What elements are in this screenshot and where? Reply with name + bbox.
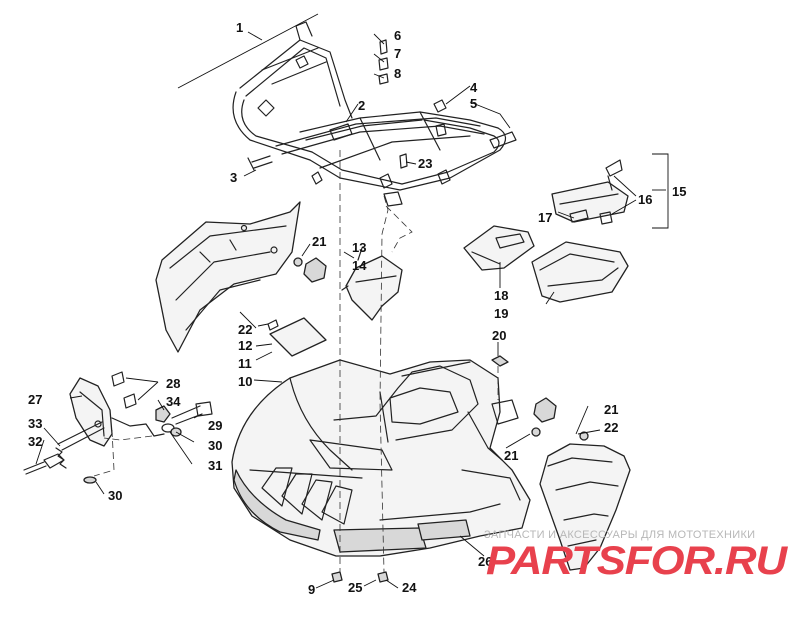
callout-10: 10 [238, 374, 252, 389]
callout-26: 26 [478, 554, 492, 569]
access-panel-pad [267, 317, 327, 357]
screws-28 [111, 371, 137, 409]
callout-9: 9 [308, 582, 315, 597]
callout-21-left: 21 [312, 234, 326, 249]
alignment-lines [93, 150, 499, 573]
callout-17: 17 [538, 210, 552, 225]
callout-8: 8 [394, 66, 401, 81]
leader-lines [35, 13, 669, 589]
callout-30-upper: 30 [208, 438, 222, 453]
decal [417, 519, 471, 541]
callout-13: 13 [352, 240, 366, 255]
callout-24: 24 [402, 580, 417, 595]
adjusting-screw [23, 421, 105, 475]
callout-34: 34 [166, 394, 181, 409]
mounting-bracket [341, 247, 403, 321]
watermark-logo: PARTSFOR.RU [486, 539, 788, 583]
callout-3: 3 [230, 170, 237, 185]
callout-15: 15 [672, 184, 686, 199]
callout-22-left: 22 [238, 322, 252, 337]
callout-22-right: 22 [604, 420, 618, 435]
callout-11: 11 [238, 356, 252, 371]
callout-33: 33 [28, 416, 42, 431]
callout-19: 19 [494, 306, 508, 321]
callout-25: 25 [348, 580, 362, 595]
callout-5: 5 [470, 96, 477, 111]
callout-20: 20 [492, 328, 506, 343]
spacer [491, 355, 509, 367]
push-fastener-left [293, 257, 327, 283]
front-body-panel [231, 359, 531, 557]
bottom-fasteners [331, 571, 389, 583]
callout-27: 27 [28, 392, 42, 407]
storage-tray-cover [463, 225, 535, 271]
callout-16: 16 [638, 192, 652, 207]
watermark: ЗАПЧАСТИ И АКСЕССУАРЫ ДЛЯ МОТОТЕХНИКИ PA… [484, 529, 789, 583]
callout-23: 23 [418, 156, 432, 171]
callout-7: 7 [394, 46, 401, 61]
storage-lid-assembly [551, 159, 629, 225]
washer-30 [83, 476, 97, 484]
callout-30-lower: 30 [108, 488, 122, 503]
callout-21-right: 21 [604, 402, 618, 417]
callout-28: 28 [166, 376, 180, 391]
callout-14: 14 [352, 258, 367, 273]
watermark-tagline: ЗАПЧАСТИ И АКСЕССУАРЫ ДЛЯ МОТОТЕХНИКИ [484, 529, 755, 541]
callout-6: 6 [394, 28, 401, 43]
callout-29: 29 [208, 418, 222, 433]
callout-12: 12 [238, 338, 252, 353]
storage-box [531, 241, 629, 303]
right-side-panel [539, 443, 631, 571]
callout-21-mid: 21 [504, 448, 518, 463]
front-rack [232, 21, 517, 207]
callout-31: 31 [208, 458, 222, 473]
callout-1: 1 [236, 20, 243, 35]
callout-2: 2 [358, 98, 365, 113]
push-fastener-right [531, 397, 589, 441]
callout-32: 32 [28, 434, 42, 449]
callout-labels: 1 2 3 4 5 6 7 8 23 15 16 17 18 19 20 21 … [28, 20, 686, 597]
left-side-panel [155, 201, 301, 353]
headlight-reflector [69, 377, 113, 447]
callout-18: 18 [494, 288, 508, 303]
callout-4: 4 [470, 80, 478, 95]
